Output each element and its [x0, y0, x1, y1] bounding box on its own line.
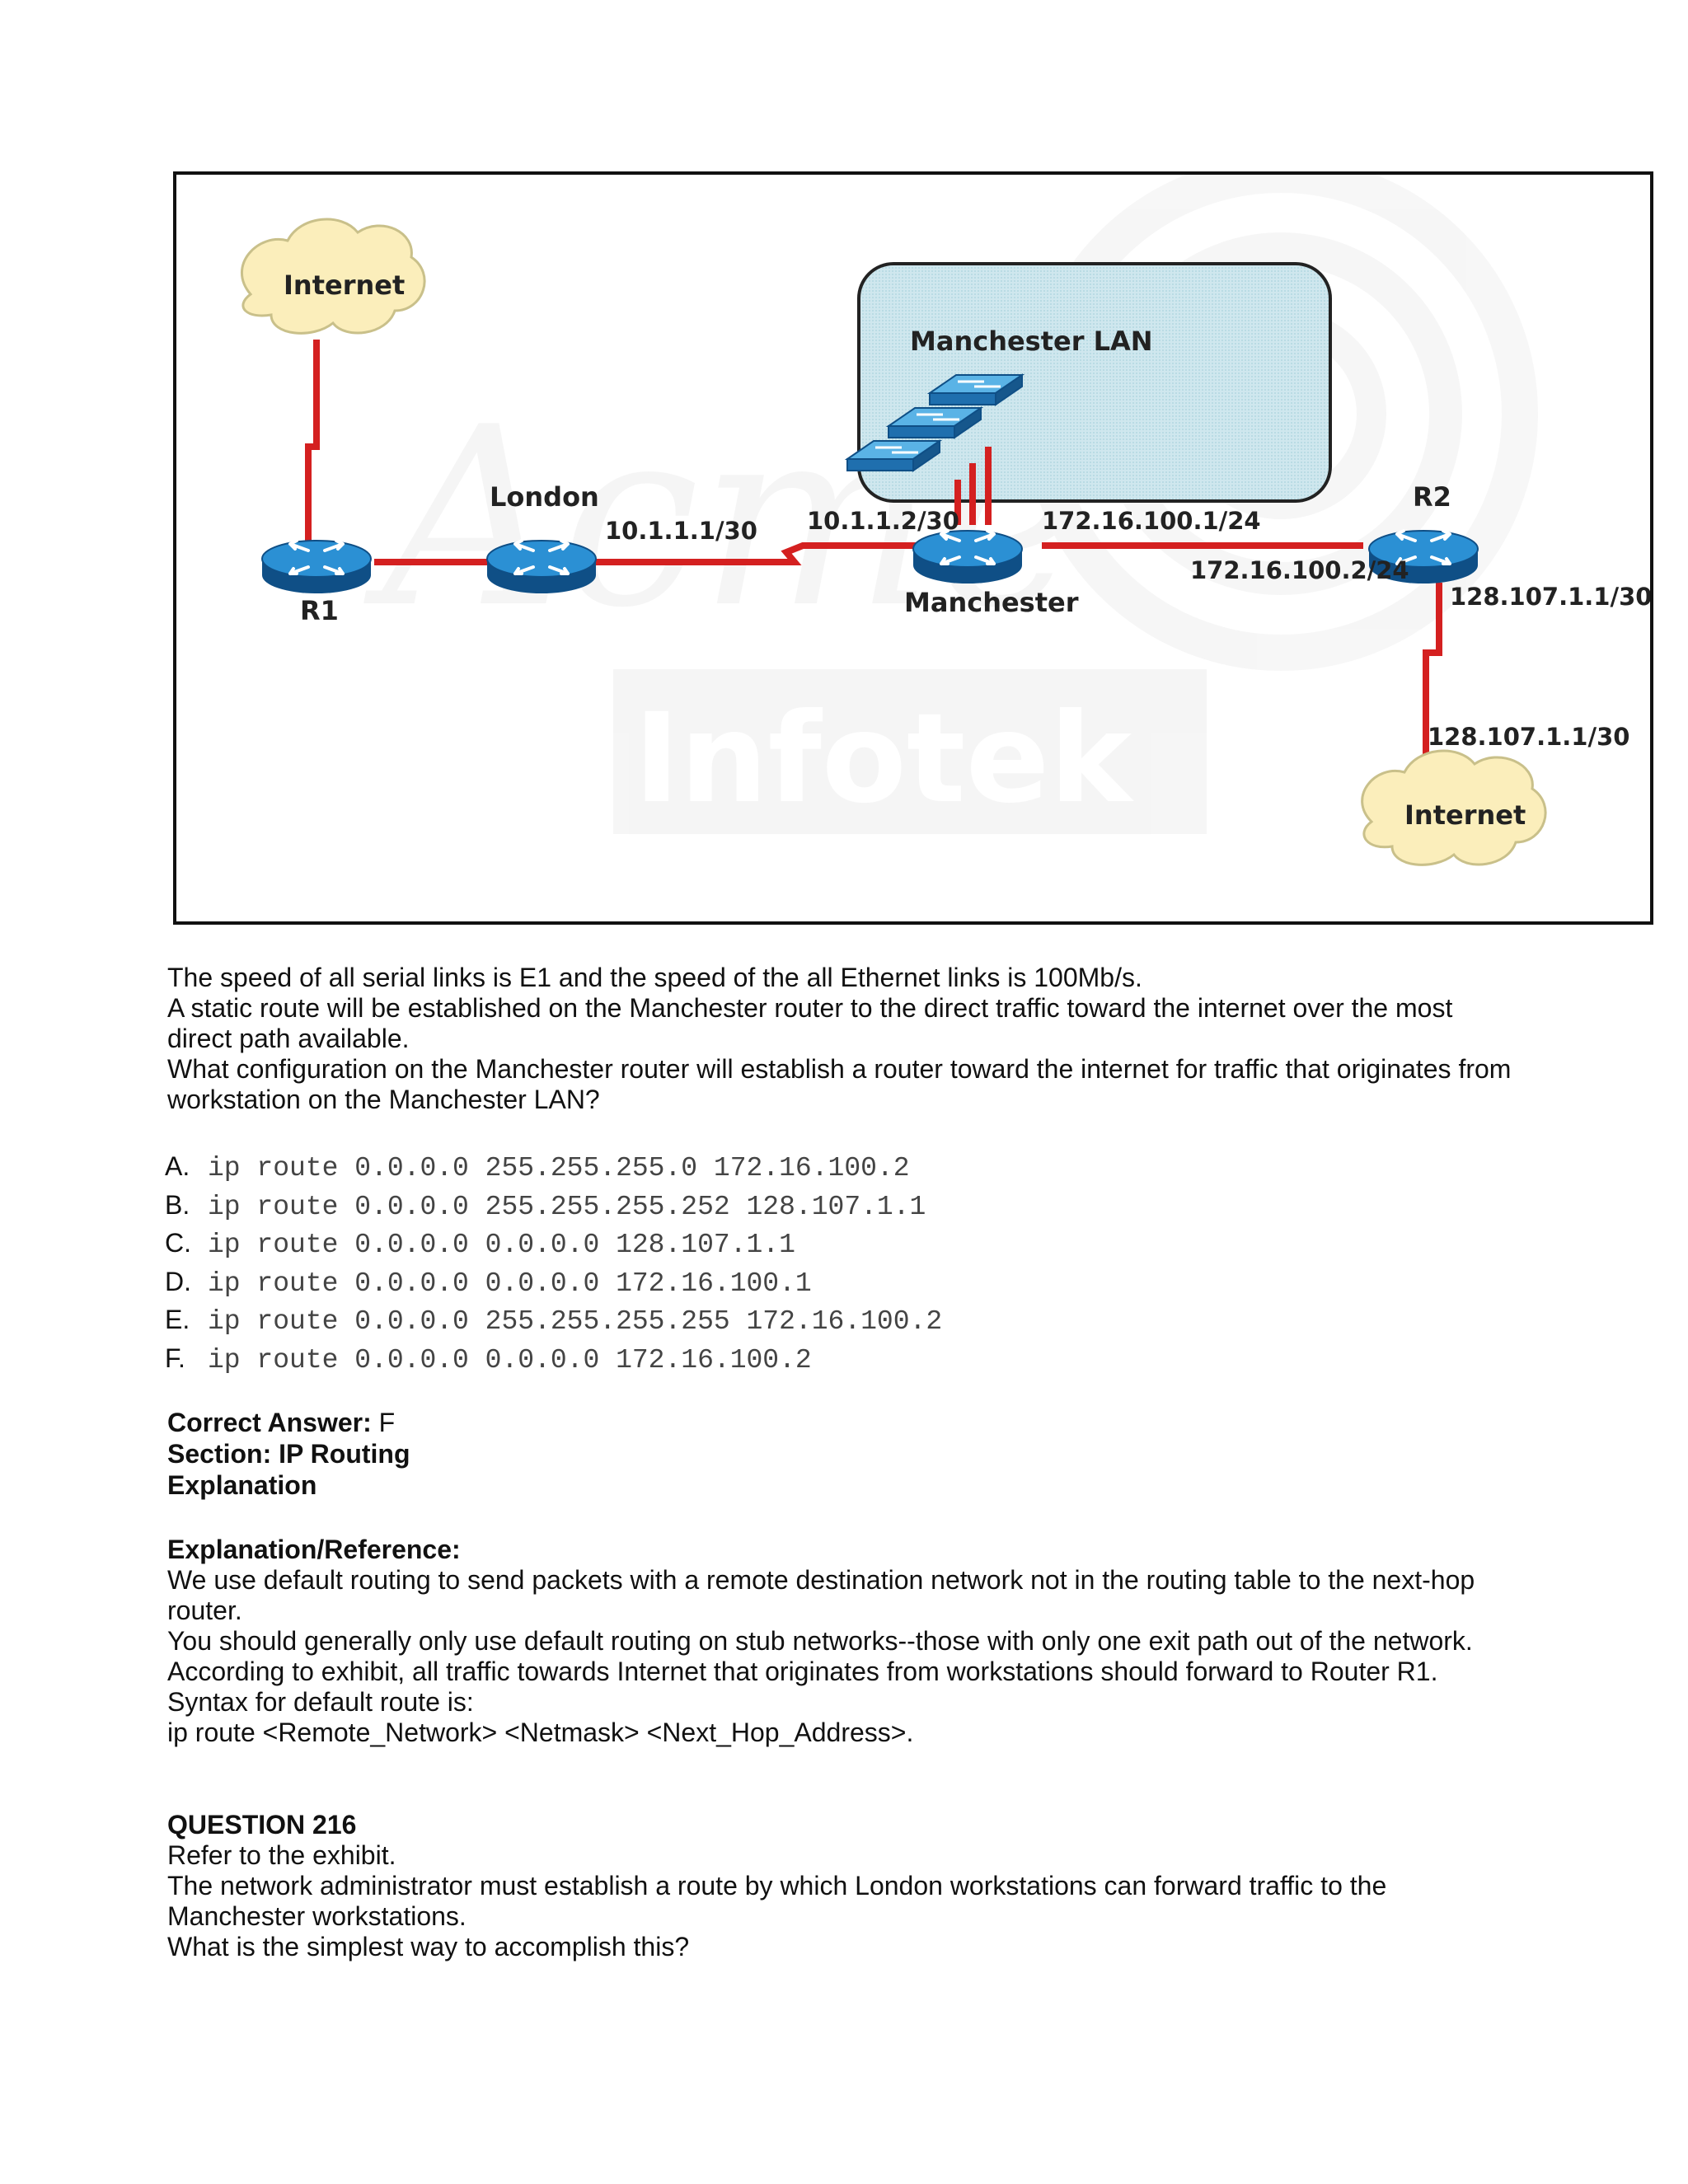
explanation-heading: Explanation/Reference: [167, 1535, 461, 1564]
router-r1-icon [260, 539, 373, 595]
network-diagram: Acme Infotek Manchester LAN Internet Int… [240, 175, 1650, 866]
ip-label: 128.107.1.1/30 [1428, 723, 1629, 751]
router-manchester-icon [912, 529, 1024, 585]
ip-label: 128.107.1.1/30 [1450, 583, 1650, 611]
question-line: A static route will be established on th… [167, 993, 1453, 1053]
r1-label: R1 [300, 595, 339, 626]
option-b: B.ip route 0.0.0.0 255.255.255.252 128.1… [165, 1189, 926, 1222]
correct-answer: Correct Answer: F [167, 1408, 396, 1437]
lan-title: Manchester LAN [910, 326, 1153, 357]
ip-label: 172.16.100.2/24 [1190, 556, 1409, 584]
link-r2-internet [1423, 583, 1442, 768]
next-question-line: What is the simplest way to accomplish t… [167, 1932, 690, 1961]
link-switch-stack [954, 447, 992, 525]
next-question: QUESTION 216 Refer to the exhibit. The n… [167, 1810, 1519, 1962]
explanation-line: Syntax for default route is: [167, 1687, 474, 1717]
network-links [305, 340, 1442, 768]
option-a: A.ip route 0.0.0.0 255.255.255.0 172.16.… [165, 1151, 910, 1183]
option-c: C.ip route 0.0.0.0 0.0.0.0 128.107.1.1 [165, 1228, 795, 1260]
option-e: E.ip route 0.0.0.0 255.255.255.255 172.1… [165, 1305, 943, 1337]
manchester-label: Manchester [904, 587, 1079, 618]
internet-bottom-label: Internet [1404, 799, 1526, 831]
section-label: Section: IP Routing [167, 1439, 410, 1469]
svg-text:Infotek: Infotek [634, 687, 1134, 831]
network-exhibit: Acme Infotek Manchester LAN Internet Int… [173, 171, 1653, 925]
internet-cloud-top: Internet [240, 218, 426, 335]
option-f: F.ip route 0.0.0.0 0.0.0.0 172.16.100.2 [165, 1343, 812, 1376]
explanation-line: We use default routing to send packets w… [167, 1565, 1475, 1625]
ip-label: 172.16.100.1/24 [1042, 507, 1261, 535]
question-text: The speed of all serial links is E1 and … [167, 963, 1519, 1115]
answer-options: A.ip route 0.0.0.0 255.255.255.0 172.16.… [165, 1147, 942, 1377]
next-question-line: Refer to the exhibit. [167, 1840, 396, 1870]
internet-top-label: Internet [284, 269, 405, 301]
explanation-line: ip route <Remote_Network> <Netmask> <Nex… [167, 1718, 914, 1747]
link-london-manchester [593, 542, 968, 565]
link-internet-r1 [305, 340, 320, 541]
manchester-lan-area [857, 262, 1332, 503]
explanation-line: You should generally only use default ro… [167, 1626, 1473, 1656]
option-d: D.ip route 0.0.0.0 0.0.0.0 172.16.100.1 [165, 1266, 812, 1299]
london-label: London [490, 481, 599, 513]
r2-label: R2 [1413, 481, 1451, 513]
internet-cloud-bottom: Internet [1361, 749, 1547, 866]
question-number: QUESTION 216 [167, 1810, 357, 1840]
answer-block: Correct Answer: F Section: IP Routing Ex… [167, 1407, 1519, 1501]
explanation-line: According to exhibit, all traffic toward… [167, 1657, 1438, 1686]
explanation-label: Explanation [167, 1470, 317, 1500]
question-line: What configuration on the Manchester rou… [167, 1054, 1512, 1114]
ip-label: 10.1.1.1/30 [605, 517, 757, 545]
question-line: The speed of all serial links is E1 and … [167, 963, 1142, 992]
explanation-block: Explanation/Reference: We use default ro… [167, 1535, 1519, 1748]
router-london-icon [485, 539, 598, 595]
next-question-line: The network administrator must establish… [167, 1871, 1387, 1931]
ip-label: 10.1.1.2/30 [807, 507, 959, 535]
